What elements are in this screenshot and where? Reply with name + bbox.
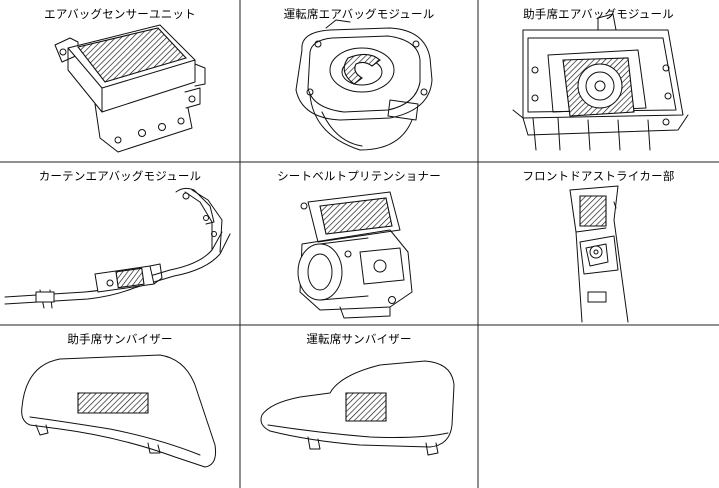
passenger-airbag-module-drawing [478,0,719,162]
hatched-region [580,196,606,226]
cell-curtain-airbag-module: カーテンエアバッグモジュール [0,162,240,325]
cell-label: フロントドアストライカー部 [522,169,675,183]
cell-passenger-airbag-module: 助手席エアバッグモジュール [478,0,719,162]
cell-airbag-sensor-unit: エアバッグセンサーユニット [0,0,240,162]
airbag-sensor-unit-drawing [0,0,240,162]
passenger-sun-visor-drawing [0,325,240,488]
hatched-region [320,198,392,234]
hatched-region [78,28,186,82]
cell-label: 運転席サンバイザー [306,332,412,346]
cell-label: カーテンエアバッグモジュール [38,169,202,183]
cell-label: エアバッグセンサーユニット [44,7,196,21]
cell-front-door-striker: フロントドアストライカー部 [478,162,719,325]
seatbelt-pretensioner-drawing [240,162,478,325]
cell-label: シートベルトプリテンショナー [277,169,441,183]
curtain-airbag-module-drawing [0,162,240,325]
hatched-region [116,268,144,287]
cell-label: 運転席エアバッグモジュール [283,7,435,21]
cell-passenger-sun-visor: 助手席サンバイザー [0,325,240,488]
hatched-region [346,393,386,421]
cell-seatbelt-pretensioner: シートベルトプリテンショナー [240,162,478,325]
cell-label: 助手席エアバッグモジュール [523,7,674,21]
cell-driver-sun-visor: 運転席サンバイザー [240,325,478,488]
front-door-striker-drawing [478,162,719,325]
driver-airbag-module-drawing [240,0,478,162]
driver-sun-visor-drawing [240,325,478,488]
hatched-region [344,54,380,84]
hatched-region [78,393,148,413]
cell-driver-airbag-module: 運転席エアバッグモジュール [240,0,478,162]
cell-label: 助手席サンバイザー [67,332,173,346]
